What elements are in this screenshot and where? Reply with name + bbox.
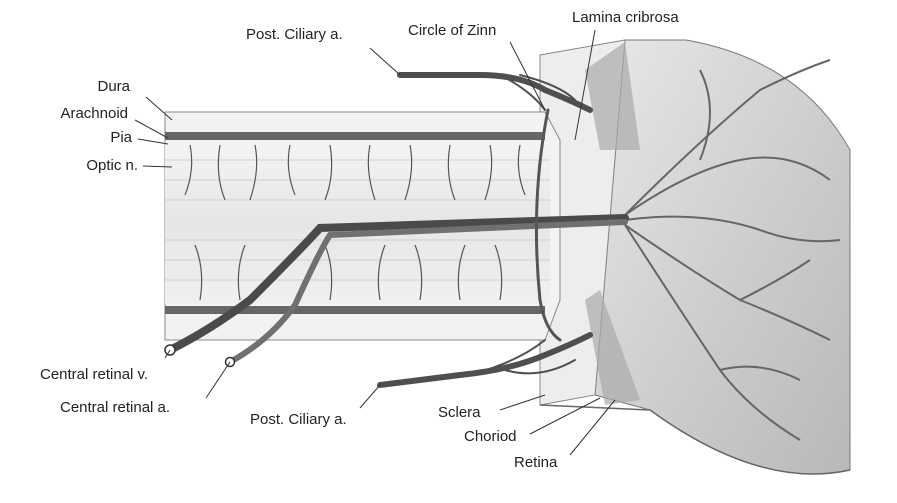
post-ciliary-bottom-path <box>377 332 593 388</box>
pia-band-bottom <box>165 306 545 314</box>
label-optic-nerve: Optic n. <box>86 157 138 174</box>
label-central-retinal-vein: Central retinal v. <box>40 366 149 383</box>
label-central-retinal-artery: Central retinal a. <box>60 399 171 416</box>
central-retinal-artery-path <box>227 219 628 365</box>
label-post-ciliary-bottom: Post. Ciliary a. <box>250 411 347 428</box>
retinal-vessels <box>624 59 841 441</box>
choroid-layer-top <box>585 42 640 150</box>
leader-lines <box>134 29 616 456</box>
central-retinal-vein-path <box>166 214 629 354</box>
eye-globe <box>539 39 851 475</box>
posterior-ciliary-arteries <box>377 72 593 388</box>
label-circle-of-zinn: Circle of Zinn <box>408 22 497 39</box>
label-sclera: Sclera <box>438 404 481 421</box>
label-pia: Pia <box>110 129 132 146</box>
label-lamina-cribrosa: Lamina cribrosa <box>572 9 679 26</box>
label-arachnoid: Arachnoid <box>60 105 128 122</box>
nerve-fibers <box>165 159 550 281</box>
choroid-layer-bottom <box>585 290 640 405</box>
pia-band-top <box>165 132 545 140</box>
label-retina: Retina <box>514 454 558 471</box>
label-choroid: Choriod <box>464 428 517 445</box>
central-retinal-vessels <box>164 214 629 368</box>
label-dura: Dura <box>97 78 130 95</box>
label-post-ciliary-top: Post. Ciliary a. <box>246 26 343 43</box>
pial-capillaries <box>184 144 526 301</box>
post-ciliary-top-path <box>397 72 593 113</box>
circle-of-zinn-loop <box>534 108 562 342</box>
globe-bottom-edge <box>539 404 851 475</box>
